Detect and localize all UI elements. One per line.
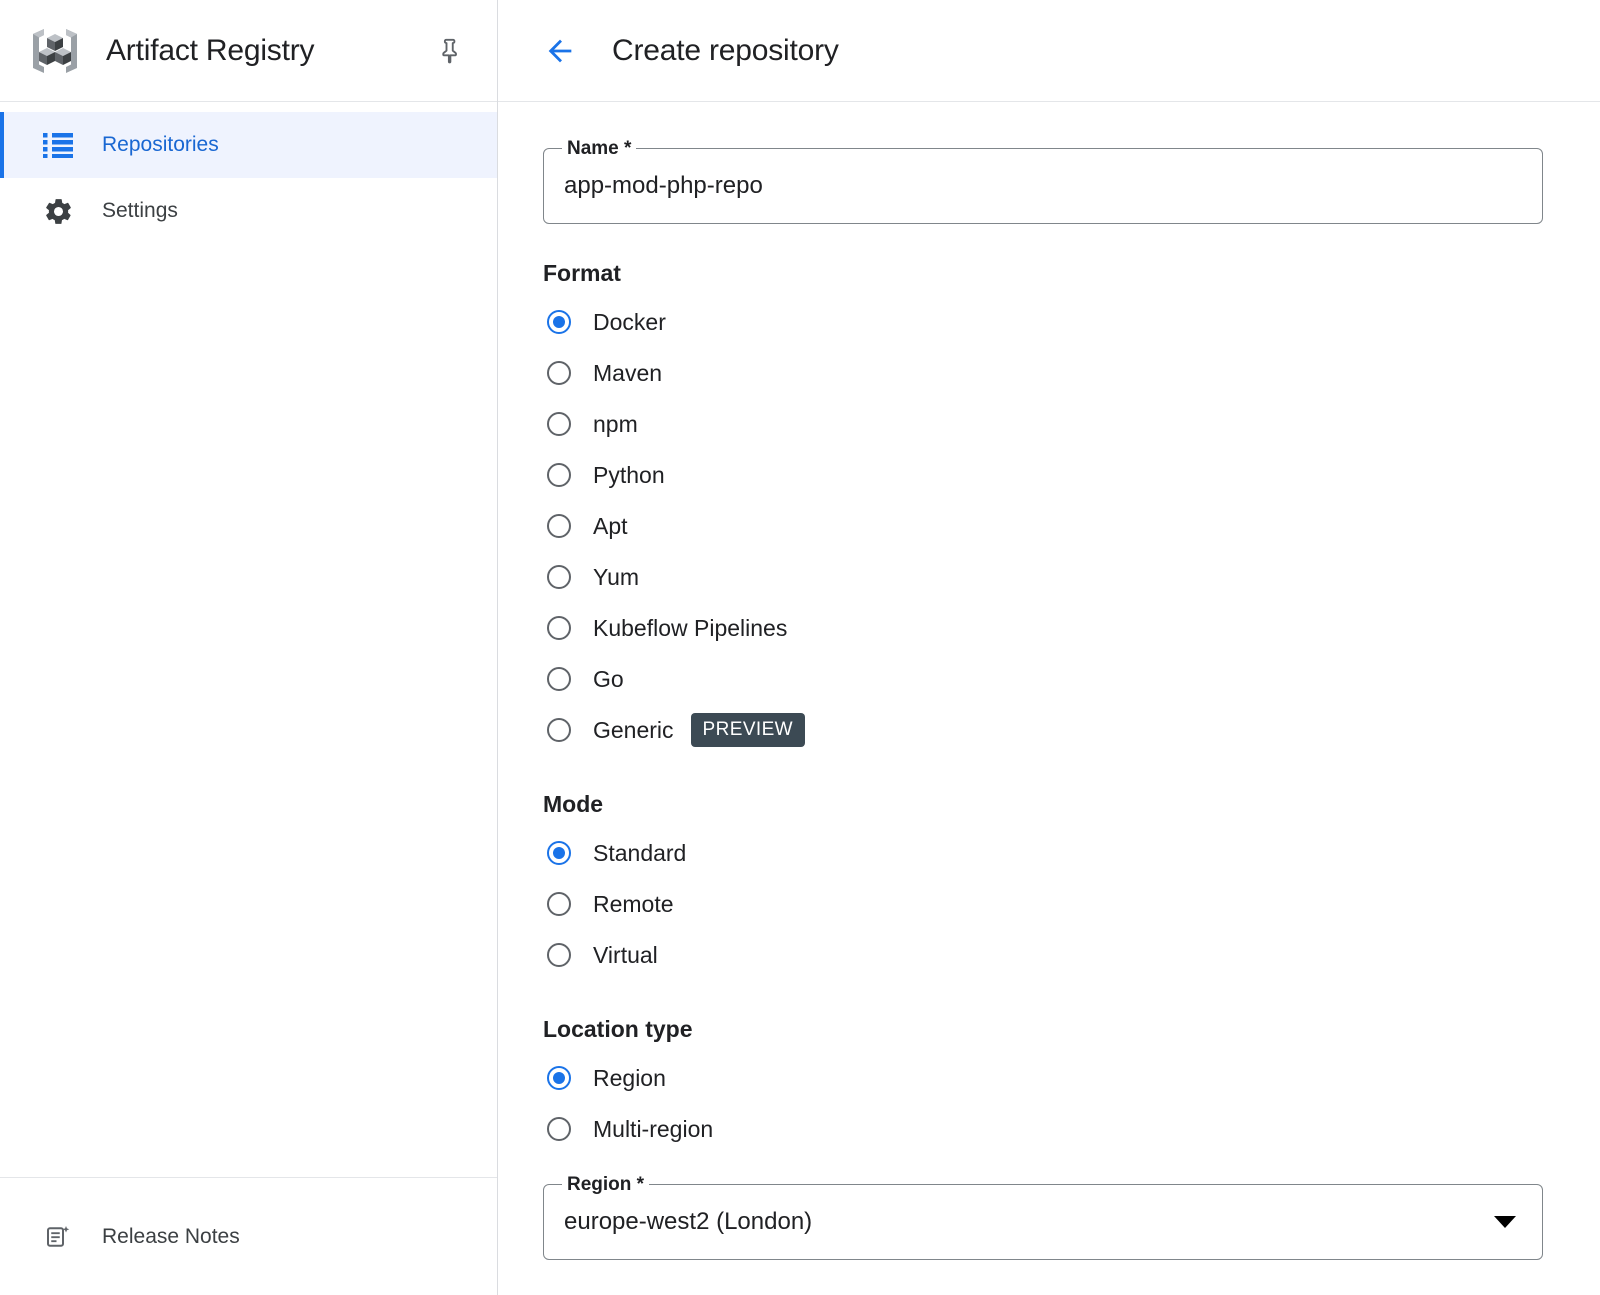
mode-option-virtual[interactable]: Virtual: [543, 929, 1600, 980]
release-notes-icon: [41, 1220, 75, 1254]
radio-icon: [547, 309, 571, 334]
pin-icon[interactable]: [427, 28, 473, 74]
radio-icon: [547, 891, 571, 916]
format-option-label: Kubeflow Pipelines: [593, 614, 788, 641]
mode-option-label: Virtual: [593, 941, 658, 968]
sidebar-item-label: Repositories: [102, 133, 219, 156]
location-type-option-label: Multi-region: [593, 1115, 714, 1142]
format-option-label: Go: [593, 665, 624, 692]
radio-icon: [547, 411, 571, 436]
location-type-option-label: Region: [593, 1064, 666, 1091]
radio-icon: [547, 840, 571, 865]
sidebar-spacer: [0, 244, 497, 1177]
radio-icon: [547, 615, 571, 640]
gear-icon: [41, 194, 75, 228]
name-field-block: Name * app-mod-php-repo: [543, 136, 1600, 224]
sidebar-item-label: Settings: [102, 199, 178, 222]
radio-icon: [547, 360, 571, 385]
sidebar-header: Artifact Registry: [0, 0, 497, 102]
location-type-option-multi-region[interactable]: Multi-region: [543, 1103, 1600, 1154]
region-field-label: Region *: [562, 1172, 650, 1198]
radio-icon: [547, 513, 571, 538]
format-option-label: Python: [593, 461, 665, 488]
format-option-label: npm: [593, 410, 638, 437]
format-option-docker[interactable]: Docker: [543, 296, 1600, 347]
sidebar-item-repositories[interactable]: Repositories: [0, 112, 497, 178]
create-repository-form: Name * app-mod-php-repo Format Docker Ma…: [498, 102, 1600, 1295]
format-option-label: Docker: [593, 308, 666, 335]
radio-icon: [547, 717, 571, 742]
radio-icon: [547, 666, 571, 691]
product-title: Artifact Registry: [106, 33, 315, 67]
format-option-label: Maven: [593, 359, 663, 386]
sidebar-nav: Repositories Settings: [0, 102, 497, 244]
mode-group-title: Mode: [543, 791, 604, 817]
format-option-apt[interactable]: Apt: [543, 500, 1600, 551]
artifact-registry-logo-icon: [26, 25, 84, 77]
mode-option-label: Remote: [593, 890, 674, 917]
location-type-group: Location type Region Multi-region: [543, 1014, 1600, 1154]
sidebar-item-settings[interactable]: Settings: [0, 178, 497, 244]
radio-icon: [547, 462, 571, 487]
region-field-value: europe-west2 (London): [564, 1208, 813, 1235]
format-option-maven[interactable]: Maven: [543, 347, 1600, 398]
release-notes-label: Release Notes: [102, 1224, 240, 1248]
main-content: Create repository Name * app-mod-php-rep…: [498, 0, 1600, 1295]
radio-icon: [547, 1065, 571, 1090]
format-group-title: Format: [543, 260, 621, 286]
radio-icon: [547, 942, 571, 967]
preview-badge: PREVIEW: [690, 712, 805, 747]
region-field-block: Region * europe-west2 (London): [543, 1172, 1600, 1260]
mode-group: Mode Standard Remote Virtual: [543, 789, 1600, 980]
format-option-npm[interactable]: npm: [543, 398, 1600, 449]
format-option-generic[interactable]: Generic PREVIEW: [543, 704, 1600, 755]
list-icon: [41, 128, 75, 162]
arrow-left-icon[interactable]: [536, 27, 584, 75]
format-group: Format Docker Maven npm Python: [543, 258, 1600, 755]
mode-option-label: Standard: [593, 839, 687, 866]
sidebar: Artifact Registry: [0, 0, 498, 1295]
name-field-label: Name *: [562, 136, 637, 162]
mode-option-standard[interactable]: Standard: [543, 827, 1600, 878]
location-type-group-title: Location type: [543, 1016, 693, 1042]
format-option-kubeflow-pipelines[interactable]: Kubeflow Pipelines: [543, 602, 1600, 653]
format-option-python[interactable]: Python: [543, 449, 1600, 500]
radio-icon: [547, 1116, 571, 1141]
page-title: Create repository: [612, 33, 839, 67]
region-select[interactable]: Region * europe-west2 (London): [543, 1172, 1543, 1260]
format-option-label: Apt: [593, 512, 628, 539]
name-field-value: app-mod-php-repo: [564, 172, 763, 199]
format-option-yum[interactable]: Yum: [543, 551, 1600, 602]
main-header: Create repository: [498, 0, 1600, 102]
format-option-go[interactable]: Go: [543, 653, 1600, 704]
location-type-option-region[interactable]: Region: [543, 1052, 1600, 1103]
chevron-down-icon[interactable]: [1494, 1216, 1516, 1228]
format-option-label: Yum: [593, 563, 640, 590]
radio-icon: [547, 564, 571, 589]
name-input[interactable]: Name * app-mod-php-repo: [543, 136, 1543, 224]
release-notes-link[interactable]: Release Notes: [0, 1177, 497, 1295]
mode-option-remote[interactable]: Remote: [543, 878, 1600, 929]
format-option-label: Generic: [593, 716, 674, 743]
